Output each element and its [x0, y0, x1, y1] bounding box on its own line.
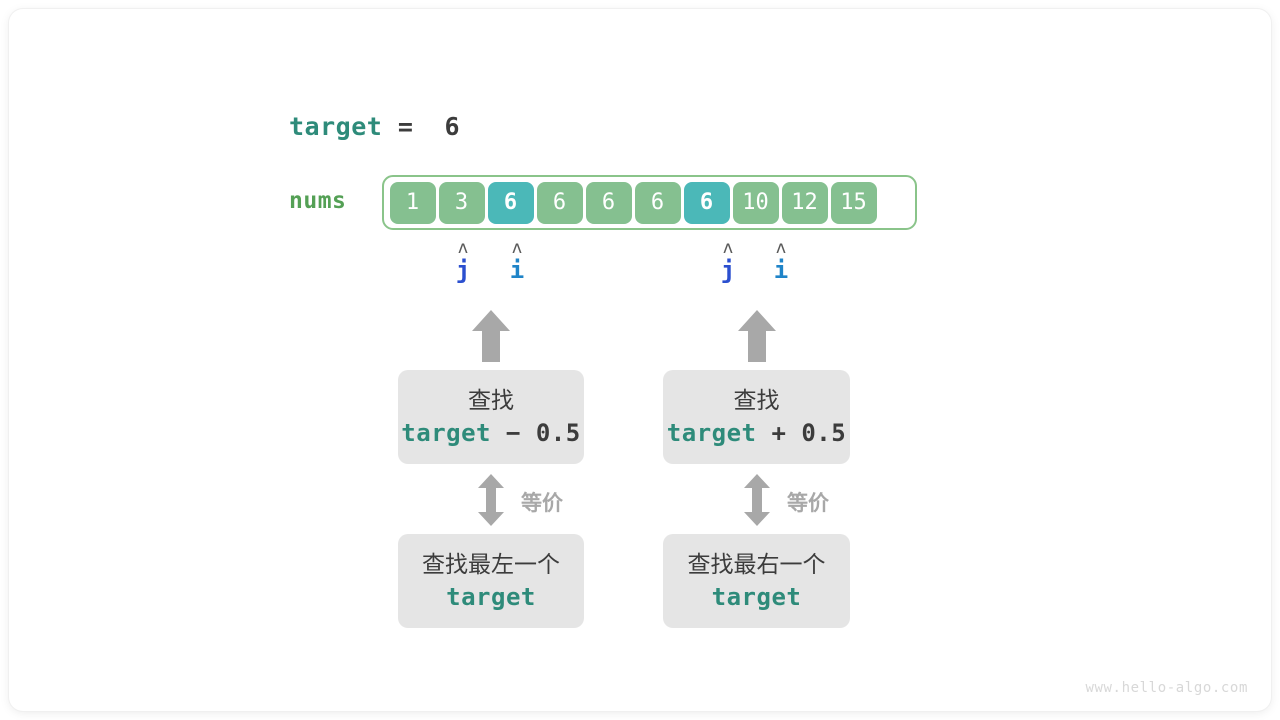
left-upper-box-line2: target − 0.5: [401, 417, 580, 449]
watermark: www.hello-algo.com: [1085, 680, 1248, 696]
pointer-label-j: j: [455, 256, 471, 284]
left-lower-concept-box[interactable]: 查找最左一个 target: [398, 534, 584, 628]
spacer-1: [413, 112, 444, 141]
caret-icon: ʌ: [722, 238, 734, 258]
caret-icon: ʌ: [511, 238, 523, 258]
caret-icon: ʌ: [457, 238, 469, 258]
pointer-marker-i-left: ʌ i: [497, 238, 537, 285]
pointer-marker-j-right: ʌ j: [708, 238, 748, 285]
right-upper-box-line1: 查找: [733, 388, 780, 414]
equals-operator: =: [397, 112, 414, 141]
array-cell[interactable]: 6: [634, 181, 681, 224]
double-arrow-icon-left: [476, 474, 506, 526]
right-lower-box-line1: 查找最右一个: [687, 552, 826, 578]
left-upper-concept-box[interactable]: 查找 target − 0.5: [398, 370, 584, 464]
array-cell[interactable]: 3: [438, 181, 485, 224]
right-upper-box-line2: target + 0.5: [667, 417, 846, 449]
right-lower-box-var: target: [711, 583, 802, 611]
pointer-label-i: i: [509, 256, 525, 284]
double-arrow-icon-right: [742, 474, 772, 526]
left-lower-box-var: target: [446, 583, 536, 611]
pointer-marker-i-right: ʌ i: [761, 238, 801, 285]
array-cell[interactable]: 1: [389, 181, 436, 224]
nums-array: 1 3 6 6 6 6 6 10 12 15: [382, 175, 917, 230]
array-label-nums: nums: [289, 188, 347, 214]
right-lower-concept-box[interactable]: 查找最右一个 target: [663, 534, 850, 628]
array-cell[interactable]: 6: [487, 181, 534, 224]
left-upper-box-var: target: [401, 419, 491, 447]
equivalence-label-right: 等价: [787, 491, 829, 515]
right-upper-concept-box[interactable]: 查找 target + 0.5: [663, 370, 850, 464]
array-cell[interactable]: 12: [781, 181, 828, 224]
array-cell[interactable]: 6: [683, 181, 730, 224]
up-arrow-icon-left: [471, 310, 511, 362]
array-cell[interactable]: 10: [732, 181, 779, 224]
up-arrow-icon-right: [737, 310, 777, 362]
target-equals-sign: [382, 112, 398, 141]
pointer-label-j: j: [720, 256, 736, 284]
left-upper-box-op: − 0.5: [491, 419, 581, 447]
equivalence-label-left: 等价: [521, 491, 563, 515]
left-upper-box-line1: 查找: [468, 388, 514, 414]
right-upper-box-op: + 0.5: [756, 419, 847, 447]
pointer-label-i: i: [773, 256, 789, 284]
card-frame: [9, 9, 1271, 711]
target-value: 6: [444, 112, 461, 141]
array-cell[interactable]: 6: [585, 181, 632, 224]
pointer-marker-j-left: ʌ j: [443, 238, 483, 285]
array-cell[interactable]: 15: [830, 181, 877, 224]
target-declaration: target = 6: [289, 112, 460, 141]
left-lower-box-line1: 查找最左一个: [422, 552, 560, 578]
target-variable-name: target: [289, 112, 383, 141]
array-cell[interactable]: 6: [536, 181, 583, 224]
caret-icon: ʌ: [775, 238, 787, 258]
right-upper-box-var: target: [666, 419, 757, 447]
